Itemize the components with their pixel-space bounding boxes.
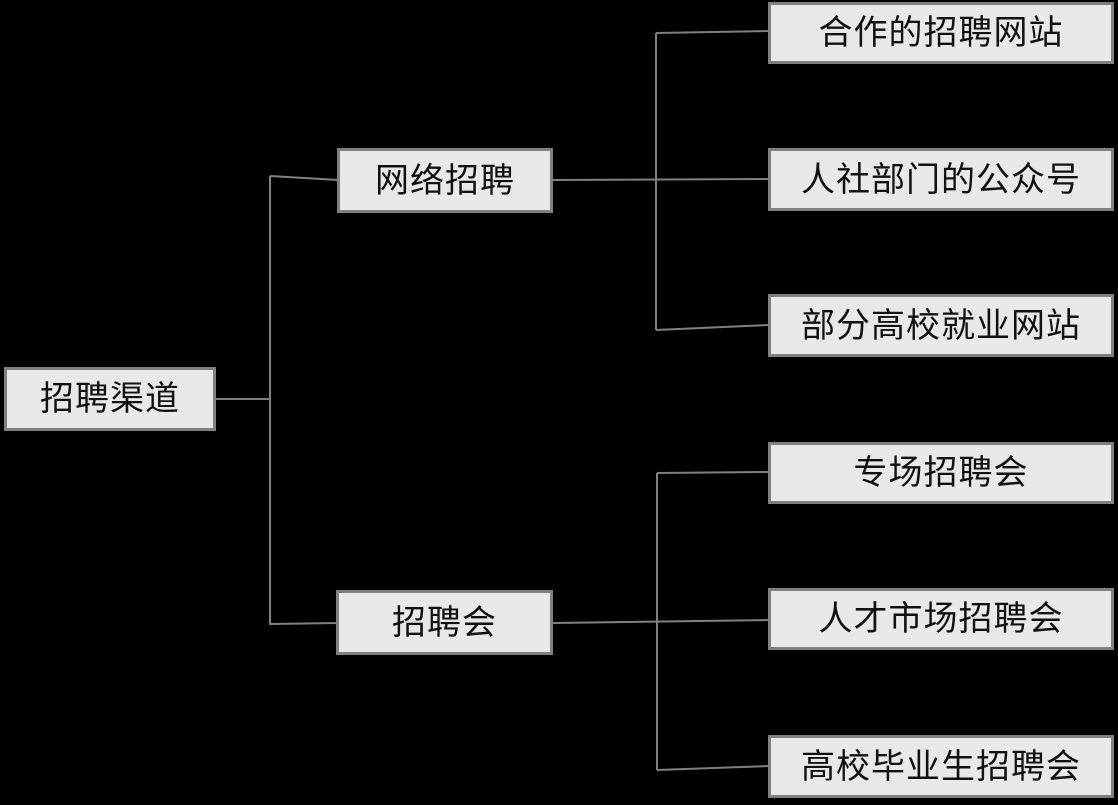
node-branch-label: 网络招聘 [375,161,515,200]
node-branch-online-recruitment[interactable]: 网络招聘 [337,148,553,213]
node-leaf-talent-market-job-fair[interactable]: 人才市场招聘会 [768,588,1114,650]
node-leaf-label: 人才市场招聘会 [818,600,1064,638]
connector-branch0-middle [552,178,770,181]
node-leaf-label: 部分高校就业网站 [801,306,1081,345]
connector-to-leaf-0-2 [655,324,770,331]
node-leaf-label: 高校毕业生招聘会 [801,747,1081,786]
node-root[interactable]: 招聘渠道 [4,367,216,431]
node-leaf-label: 合作的招聘网站 [818,14,1064,52]
connector-to-leaf-1-2 [656,765,770,771]
node-branch-label: 招聘会 [392,603,497,642]
node-leaf-label: 专场招聘会 [853,454,1029,492]
connector-to-leaf-1-0 [656,471,770,474]
node-leaf-label: 人社部门的公众号 [801,160,1081,199]
node-root-label: 招聘渠道 [40,380,180,418]
connector-to-branch-1 [269,622,339,625]
connector-to-leaf-0-0 [655,30,770,34]
node-branch-job-fair[interactable]: 招聘会 [336,590,553,655]
node-leaf-graduate-job-fair[interactable]: 高校毕业生招聘会 [768,735,1114,798]
node-leaf-hr-department-official-account[interactable]: 人社部门的公众号 [768,148,1114,211]
node-leaf-special-job-fair[interactable]: 专场招聘会 [768,442,1114,504]
connector-to-branch-0 [269,175,339,181]
node-leaf-partner-recruitment-sites[interactable]: 合作的招聘网站 [768,2,1114,64]
node-leaf-university-employment-sites[interactable]: 部分高校就业网站 [768,294,1114,357]
connector-branch1-middle [552,619,770,624]
